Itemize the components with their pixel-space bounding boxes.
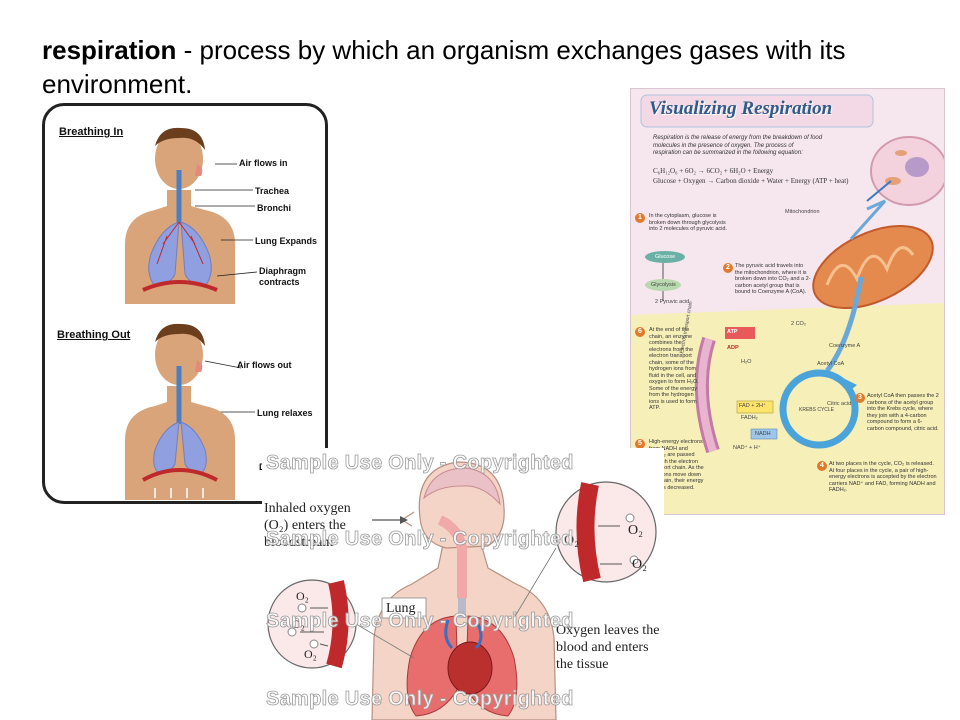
label-lung-relaxes: Lung relaxes	[257, 408, 313, 418]
label-mitochondrion: Mitochondrion	[785, 209, 820, 215]
oxygen-artwork	[267, 461, 657, 720]
label-h2o: H₂O	[741, 359, 752, 365]
watermark-3: Sample Use Only - Copyrighted	[266, 610, 574, 633]
breathing-out-figure	[125, 323, 235, 500]
breathing-in-heading: Breathing In	[59, 126, 124, 138]
step-3-badge: 3	[855, 393, 865, 403]
label-diaphragm-contracts: Diaphragm contracts	[259, 266, 307, 287]
label-2co2: 2 CO₂	[791, 321, 806, 327]
poster-title: Visualizing Respiration	[649, 98, 833, 119]
label-glycolysis: Glycolysis	[651, 282, 676, 288]
label-o2-left-1: O₂	[296, 589, 309, 603]
step-1-text: In the cytoplasm, glucose is broken down…	[649, 213, 727, 232]
title-term: respiration	[42, 35, 177, 65]
label-atp: ATP	[727, 329, 738, 335]
label-bronchi: Bronchi	[257, 203, 292, 213]
label-o2-right-2: O₂	[628, 523, 643, 538]
label-o2-left-3: O₂	[304, 647, 317, 661]
label-trachea: Trachea	[255, 186, 290, 196]
label-nad: NAD⁺ + H⁺	[733, 445, 761, 451]
label-o2-right-3: O₂	[632, 557, 647, 572]
poster-intro: Respiration is the release of energy fro…	[653, 135, 823, 156]
step-2-text: The pyruvic acid travels into the mitoch…	[735, 263, 811, 295]
label-coenzyme-a: Coenzyme A	[829, 343, 861, 349]
breathing-out-heading: Breathing Out	[57, 329, 131, 341]
label-lung: Lung	[386, 601, 416, 616]
step-3-text: Acetyl CoA then passes the 2 carbons of …	[867, 393, 939, 432]
step-5-badge: 5	[635, 439, 645, 449]
step-1-badge: 1	[635, 213, 645, 223]
watermark-2: Sample Use Only - Copyrighted	[266, 528, 574, 551]
breathing-in-figure	[125, 127, 235, 304]
label-inhaled-oxygen: Inhaled oxygen (O₂) enters the bloodstre…	[264, 501, 351, 550]
slide-title: respiration - process by which an organi…	[42, 33, 862, 101]
poster-equation-1: C₆H₁₂O₆ + 6O₂ → 6CO₂ + 6H₂O + Energy	[653, 167, 774, 175]
label-air-flows-out: Air flows out	[237, 360, 292, 370]
poster-equation-2: Glucose + Oxygen → Carbon dioxide + Wate…	[653, 177, 849, 185]
title-definition: - process by which an organism exchanges…	[42, 35, 846, 99]
label-fad: FAD + 2H⁺	[739, 403, 766, 409]
label-nadh: NADH	[755, 431, 771, 437]
step-6-text: At the end of the chain, an enzyme combi…	[649, 327, 699, 411]
label-citric-acid: Citric acid	[827, 401, 852, 407]
step-4-text: At two places in the cycle, CO₂ is relea…	[829, 461, 937, 493]
label-acetyl-coa: Acetyl CoA	[817, 361, 845, 367]
breathing-diagram: Breathing In Breathing Out Air flows in …	[42, 103, 328, 504]
step-2-badge: 2	[723, 263, 733, 273]
label-krebs-cycle: KREBS CYCLE	[799, 407, 835, 413]
oxygen-exchange-illustration: Inhaled oxygen (O₂) enters the bloodstre…	[262, 448, 664, 720]
label-adp: ADP	[727, 345, 739, 351]
step-6-badge: 6	[635, 327, 645, 337]
visualizing-respiration-poster: Visualizing Respiration Respiration is t…	[630, 88, 945, 515]
label-glucose: Glucose	[655, 254, 676, 260]
poster-artwork	[631, 94, 944, 514]
step-5-text: High-energy electrons from NADH and FADH…	[649, 439, 704, 491]
label-fadh2: FADH₂	[741, 415, 758, 421]
label-o2-left-2: O₂	[292, 617, 305, 631]
label-oxygen-leaves: Oxygen leaves the blood and enters the t…	[556, 623, 660, 672]
label-pyruvic: 2 Pyruvic acid	[655, 299, 690, 305]
label-air-flows-in: Air flows in	[239, 158, 288, 168]
label-o2-right-1: O₂	[564, 533, 579, 548]
label-lung-expands: Lung Expands	[255, 236, 318, 246]
watermark-4: Sample Use Only - Copyrighted	[266, 688, 574, 711]
step-4-badge: 4	[817, 461, 827, 471]
watermark-1: Sample Use Only - Copyrighted	[266, 452, 574, 475]
